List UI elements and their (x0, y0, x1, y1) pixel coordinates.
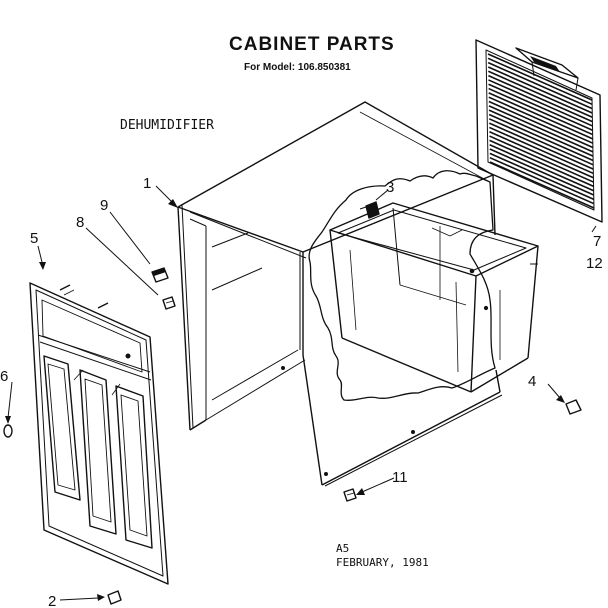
grille-slat (489, 143, 595, 192)
cabinet-shell (177, 101, 503, 487)
callout-8: 8 (76, 214, 84, 231)
footer-date: FEBRUARY, 1981 (336, 556, 429, 569)
callout-7: 7 (593, 233, 601, 250)
part-11-screw (343, 488, 357, 502)
part-9-button (151, 267, 169, 283)
part-3-screw (359, 201, 380, 219)
grille-slat (488, 96, 594, 144)
front-panel (29, 282, 169, 585)
grille-slat (488, 109, 594, 157)
grille-slat (487, 53, 593, 101)
grille-slat (489, 126, 594, 175)
part-2-screw (107, 590, 122, 605)
grille-slat (487, 66, 593, 114)
page-title: CABINET PARTS (229, 34, 395, 55)
part-8-screw (162, 296, 176, 310)
callout-4: 4 (528, 373, 536, 390)
grille-slat (489, 152, 595, 201)
model-number: For Model: 106.850381 (244, 62, 351, 73)
grille-slat (487, 61, 593, 110)
callout-3: 3 (386, 179, 394, 196)
rear-grille (475, 39, 603, 223)
water-bucket (329, 202, 539, 393)
grille-slat (489, 135, 594, 183)
grille-slat (489, 161, 595, 209)
callout-5: 5 (30, 230, 38, 247)
grille-slat (487, 57, 593, 106)
grille-slat (488, 74, 593, 123)
grille-slat (488, 122, 594, 170)
product-label: DEHUMIDIFIER (120, 118, 214, 133)
callout-1: 1 (143, 175, 151, 192)
grille-slat (488, 118, 594, 166)
grille-slat (489, 139, 594, 188)
callout-2: 2 (48, 593, 56, 608)
grille-slat (488, 79, 593, 127)
callout-6: 6 (0, 368, 8, 385)
cutaway-outline (308, 170, 496, 402)
grille-slat (489, 131, 594, 179)
grille-slat (488, 100, 594, 149)
part-4-plug (565, 399, 582, 415)
grille-slat (487, 70, 593, 119)
grille-slat (488, 113, 594, 162)
callout-11: 11 (392, 469, 408, 486)
callout-labels: 1 2 3 4 5 6 7 8 9 11 12 (0, 175, 603, 608)
part-6-plug (3, 424, 13, 438)
leader-lines (5, 185, 597, 601)
grille-slat (488, 105, 594, 153)
grille-slat (488, 83, 593, 131)
grille-slat (489, 156, 595, 205)
grille-slat (488, 87, 593, 136)
grille-slat (488, 92, 594, 140)
footer-code: A5 (336, 542, 350, 555)
grille-slat (489, 148, 595, 196)
callout-9: 9 (100, 197, 108, 214)
callout-12: 12 (586, 255, 603, 272)
